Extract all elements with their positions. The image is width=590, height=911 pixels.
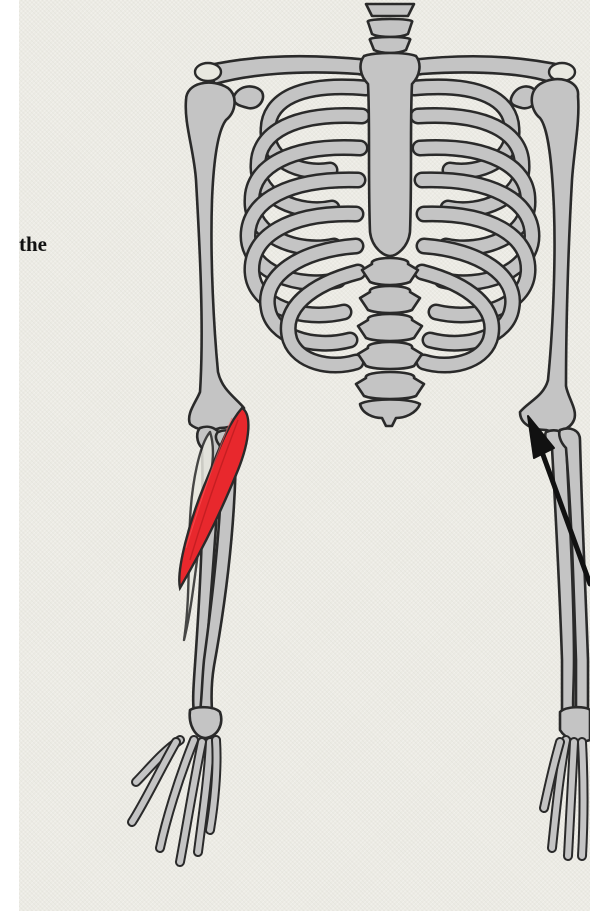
ribs-right: [414, 87, 532, 365]
left-hand: [132, 740, 217, 862]
lumbar-vertebrae: [356, 258, 424, 426]
right-hand: [544, 740, 584, 856]
cervical-vertebrae: [366, 4, 414, 53]
left-wrist: [190, 707, 222, 738]
sternum: [361, 53, 420, 256]
left-arm: [132, 83, 248, 862]
left-humerus: [186, 83, 244, 430]
ribs-left: [248, 87, 366, 365]
